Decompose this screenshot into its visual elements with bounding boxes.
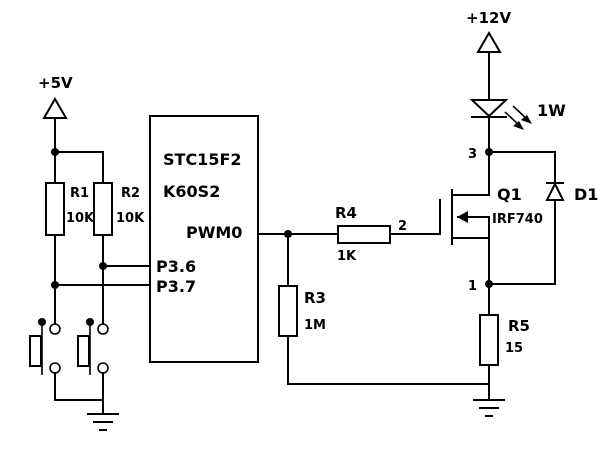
q1-pin-source: 1 (468, 279, 477, 294)
vcc-12v-symbol: +12V (466, 9, 511, 101)
push-button-left (29, 318, 61, 401)
q1-pin-gate: 2 (398, 219, 407, 234)
ground-right (287, 383, 505, 417)
wire-drain-node: 3 (468, 147, 556, 196)
r3-value: 1M (304, 318, 326, 333)
ground-left (54, 399, 119, 431)
wire-source-node: 1 (468, 237, 556, 294)
mosfet-q1: Q1 IRF740 2 (398, 185, 543, 245)
vcc-12v-label: +12V (466, 9, 511, 27)
wire-p37 (51, 281, 151, 289)
resistor-r3: R3 1M (278, 233, 326, 385)
push-button-right (77, 318, 109, 401)
resistor-r2: R2 10K (93, 182, 145, 236)
mcu-name-line1: STC15F2 (163, 150, 242, 169)
r3-ref: R3 (304, 289, 326, 307)
r5-value: 15 (505, 341, 523, 356)
mcu-pin-p37: P3.7 (156, 277, 196, 296)
led-power-label: 1W (537, 101, 566, 120)
mcu-name-line2: K60S2 (163, 182, 220, 201)
r2-ref: R2 (121, 186, 140, 201)
r1-value: 10K (66, 211, 95, 226)
d1-ref: D1 (574, 185, 598, 204)
vcc-5v-symbol: +5V (38, 74, 73, 153)
led-1w: 1W (469, 99, 566, 153)
r4-ref: R4 (335, 204, 357, 222)
wire-pwm (257, 230, 441, 238)
q1-part: IRF740 (492, 212, 543, 227)
mcu-stc15f2k60s2: STC15F2 K60S2 PWM0 P3.6 P3.7 (149, 115, 259, 363)
q1-ref: Q1 (497, 185, 522, 204)
r5-ref: R5 (508, 317, 530, 335)
vcc-5v-label: +5V (38, 74, 73, 92)
resistor-r4: R4 1K (335, 204, 391, 264)
resistor-r1: R1 10K (45, 182, 95, 236)
mcu-pin-pwm0: PWM0 (186, 223, 242, 242)
r4-value: 1K (337, 249, 357, 264)
mcu-pin-p36: P3.6 (156, 257, 196, 276)
q1-pin-drain: 3 (468, 147, 477, 162)
diode-d1: D1 (545, 151, 598, 285)
r2-value: 10K (116, 211, 145, 226)
resistor-r5: R5 15 (479, 283, 530, 385)
wire-5v-bus (51, 148, 104, 184)
wire-p36 (99, 262, 151, 270)
r1-ref: R1 (70, 186, 89, 201)
